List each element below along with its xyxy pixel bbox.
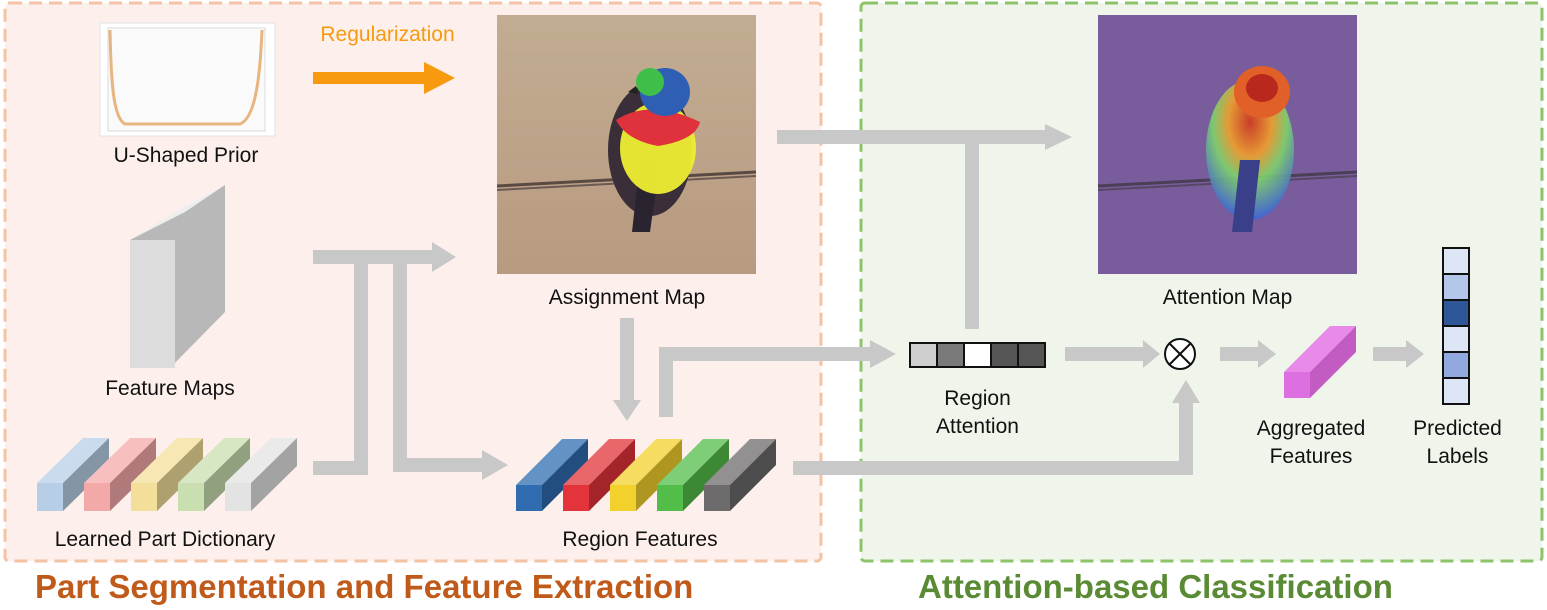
region-attention-cell-1	[909, 342, 938, 368]
dictionary-part-5	[225, 438, 297, 511]
predicted-label-cell-1	[1442, 247, 1470, 275]
learned-part-dictionary	[37, 438, 297, 511]
region-attention-vector	[909, 342, 1046, 368]
region-features-label: Region Features	[562, 528, 718, 551]
region-attention-label-line2: Attention	[936, 415, 1019, 438]
multiply-operator-icon	[1164, 338, 1196, 370]
feature-maps-block	[130, 185, 225, 368]
dictionary-part-1	[37, 438, 109, 511]
regularization-label: Regularization	[320, 23, 455, 46]
region-attention-cell-3	[963, 342, 992, 368]
right-section-title: Attention-based Classification	[918, 568, 1393, 605]
regularization-arrow	[313, 62, 455, 94]
predicted-label-cell-6	[1442, 377, 1470, 405]
aggregated-features-block	[1284, 326, 1356, 398]
region-features	[516, 439, 776, 511]
region-attention-cell-4	[990, 342, 1019, 368]
dictionary-part-2	[84, 438, 156, 511]
region-attention-cell-5	[1017, 342, 1046, 368]
region-feature-1	[516, 439, 588, 511]
predicted-label-cell-3	[1442, 299, 1470, 327]
predicted-labels-vector	[1442, 247, 1470, 405]
dictionary-part-3	[131, 438, 203, 511]
aggregated-features-label-line1: Aggregated	[1256, 417, 1366, 440]
predicted-label-cell-4	[1442, 325, 1470, 353]
predicted-labels-label-line1: Predicted	[1413, 417, 1502, 440]
predicted-label-cell-5	[1442, 351, 1470, 379]
feature-maps-label: Feature Maps	[105, 377, 235, 400]
connector-arrows	[313, 124, 1424, 480]
region-attention-cell-2	[936, 342, 965, 368]
region-feature-5	[704, 439, 776, 511]
assignment-map-label: Assignment Map	[548, 286, 706, 309]
predicted-labels-label-line2: Labels	[1426, 445, 1489, 468]
attention-map-image	[1097, 15, 1358, 274]
region-feature-3	[610, 439, 682, 511]
u-shaped-prior-plot	[99, 22, 276, 137]
left-section-title: Part Segmentation and Feature Extraction	[35, 568, 694, 605]
assignment-map-image	[496, 15, 757, 274]
u-shaped-prior-label: U-Shaped Prior	[113, 144, 259, 167]
learned-part-dictionary-label: Learned Part Dictionary	[54, 528, 276, 551]
region-feature-2	[563, 439, 635, 511]
predicted-label-cell-2	[1442, 273, 1470, 301]
aggregated-features-label-line2: Features	[1269, 445, 1353, 468]
attention-map-label: Attention Map	[1162, 286, 1293, 309]
dictionary-part-4	[178, 438, 250, 511]
region-feature-4	[657, 439, 729, 511]
region-attention-label-line1: Region	[944, 387, 1011, 410]
